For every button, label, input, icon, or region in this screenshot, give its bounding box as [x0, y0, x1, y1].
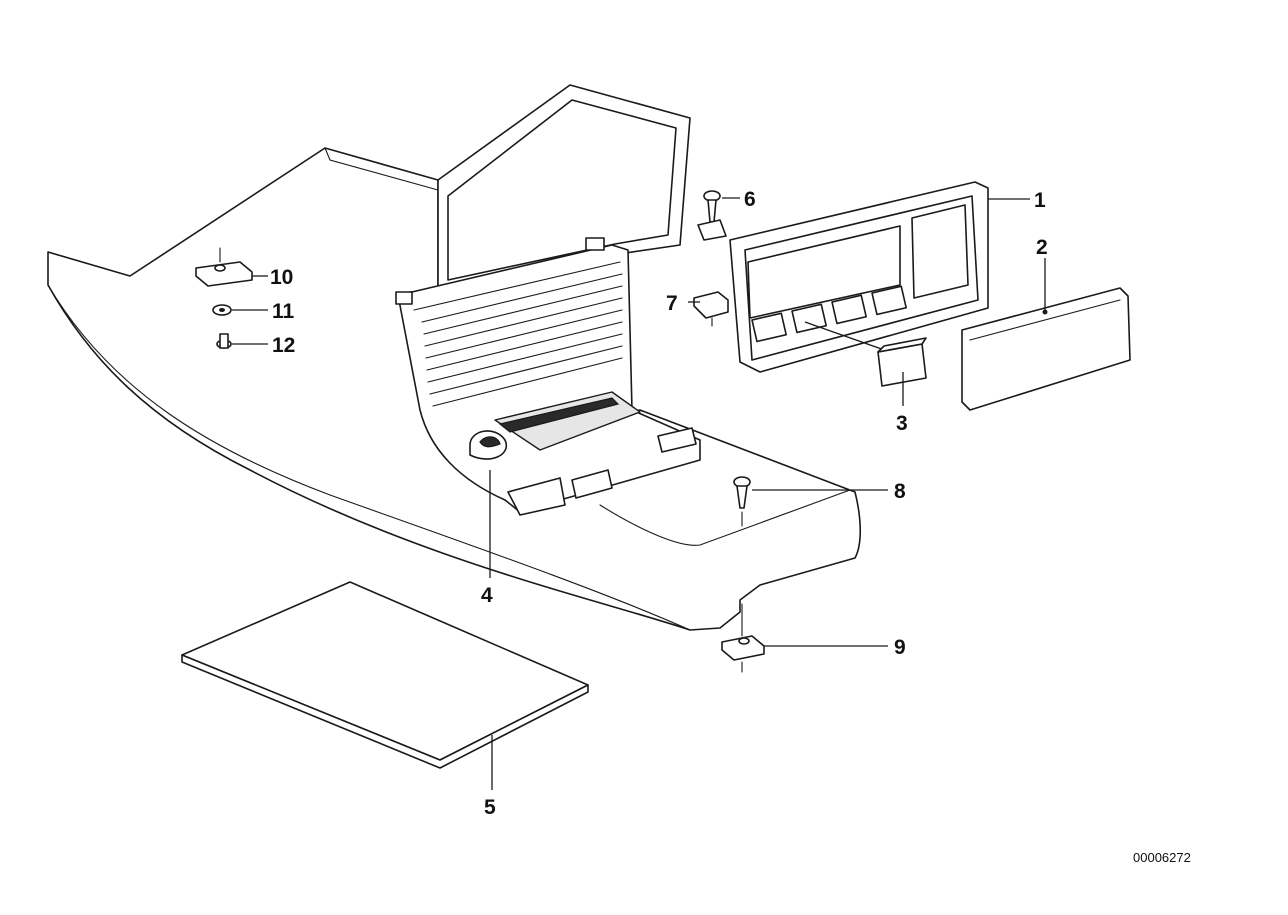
diagram-reference-number: 00006272: [1133, 850, 1191, 865]
callout-7: 7: [666, 292, 678, 315]
callout-1: 1: [1034, 189, 1046, 212]
part-1-bezel: [729, 181, 1030, 373]
part-8-screw: [733, 476, 888, 527]
callout-2: 2: [1036, 236, 1048, 259]
part-4-grille-tray: [395, 237, 701, 578]
part-9-clip: [721, 603, 888, 673]
part-3-small-cap: [877, 337, 927, 406]
callout-5: 5: [484, 796, 496, 819]
callout-8: 8: [894, 480, 906, 503]
part-6-screw: [703, 190, 740, 235]
parts-10-12-fasteners: [195, 247, 268, 349]
callout-11: 11: [272, 300, 295, 323]
callout-labels: 1 2 3 4 5 6 7 8 9 10 11 12: [270, 188, 1048, 819]
rear-panel-frame: [437, 84, 691, 293]
grille-slats: [421, 273, 623, 407]
callout-10: 10: [270, 266, 293, 289]
callout-4: 4: [481, 584, 493, 607]
callout-12: 12: [272, 334, 295, 357]
part-7-clip: [688, 219, 729, 327]
callout-9: 9: [894, 636, 906, 659]
callout-6: 6: [744, 188, 756, 211]
part-5-mat: [181, 581, 589, 790]
part-2-cover-plate: [961, 258, 1131, 411]
callout-3: 3: [896, 412, 908, 435]
